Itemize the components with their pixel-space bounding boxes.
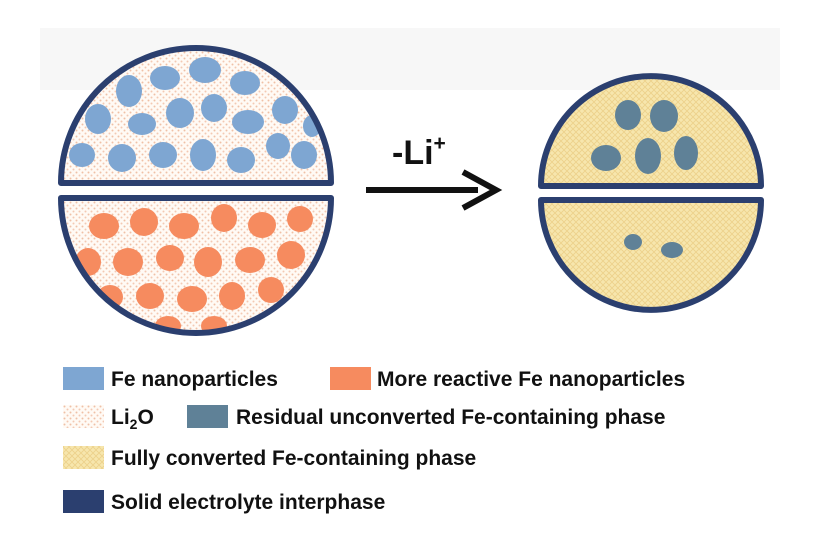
fe-nanoparticle (69, 143, 95, 167)
residual-particle (635, 138, 661, 174)
fe-nanoparticle (189, 57, 221, 83)
fe-nanoparticle (272, 96, 298, 124)
legend-swatch-converted (63, 446, 104, 469)
fe-nanoparticle (128, 113, 156, 135)
reactive-fe-nanoparticle (287, 206, 313, 232)
fe-nanoparticle (201, 94, 227, 122)
reactive-fe-nanoparticle (194, 247, 222, 277)
fe-nanoparticle (108, 144, 136, 172)
reactive-fe-nanoparticle (113, 248, 143, 276)
legend-swatch-fe (63, 367, 104, 390)
legend-label-converted: Fully converted Fe-containing phase (111, 447, 476, 470)
residual-particle (615, 100, 641, 130)
fe-nanoparticle (190, 139, 216, 171)
residual-particle (674, 136, 698, 170)
sei-shell-top (58, 45, 334, 186)
arrow-superscript: + (434, 132, 446, 155)
reactive-fe-nanoparticle (277, 241, 305, 269)
residual-particle (624, 234, 642, 250)
reactive-fe-nanoparticle (258, 277, 284, 303)
legend-swatch-li2o (63, 405, 104, 428)
reactive-fe-cluster (75, 204, 313, 333)
left-sphere (58, 45, 334, 336)
fe-nanoparticle (116, 75, 142, 107)
fe-nanoparticle (230, 71, 260, 95)
legend-swatch-sei (63, 490, 104, 513)
reactive-fe-nanoparticle (156, 245, 184, 271)
residual-particle (661, 242, 683, 258)
legend-swatch-residual (187, 405, 228, 428)
legend-label-fe: Fe nanoparticles (111, 368, 278, 391)
residual-particle (591, 145, 621, 171)
reactive-fe-nanoparticle (136, 283, 164, 309)
legend-swatch-reactive-fe (330, 367, 371, 390)
reactive-fe-nanoparticle (211, 204, 237, 232)
sei-shell-bottom (58, 195, 334, 336)
sei-shell-top-right (538, 73, 764, 189)
arrow-label: -Li+ (392, 132, 446, 172)
legend-label-li2o: Li2O (111, 406, 154, 432)
legend-label-reactive-fe: More reactive Fe nanoparticles (377, 368, 685, 391)
reactive-fe-nanoparticle (219, 282, 245, 310)
legend-label-residual: Residual unconverted Fe-containing phase (236, 406, 665, 429)
fe-nanoparticle (149, 142, 177, 168)
legend: Fe nanoparticles More reactive Fe nanopa… (63, 367, 685, 514)
fe-nanoparticle-cluster (69, 57, 321, 173)
fe-nanoparticle (232, 110, 264, 134)
reactive-fe-nanoparticle (89, 213, 119, 239)
reactive-fe-nanoparticle (130, 208, 158, 236)
reactive-fe-nanoparticle (248, 212, 276, 238)
reactive-fe-nanoparticle (169, 213, 199, 239)
fe-nanoparticle (266, 133, 290, 159)
sei-shell-bottom-right (538, 197, 764, 313)
arrow-head (461, 169, 503, 211)
fe-nanoparticle (227, 147, 255, 173)
right-bottom-hemisphere (541, 200, 761, 310)
right-sphere (538, 73, 764, 313)
delithiation-arrow: -Li+ (366, 132, 503, 211)
legend-label-sei: Solid electrolyte interphase (111, 491, 385, 514)
fe-nanoparticle (291, 141, 317, 169)
fe-nanoparticle (166, 98, 194, 128)
fe-nanoparticle (150, 66, 180, 90)
fe-nanoparticle (85, 104, 111, 134)
residual-phase-cluster (591, 100, 698, 258)
reactive-fe-nanoparticle (177, 286, 207, 312)
reactive-fe-nanoparticle (235, 247, 265, 273)
residual-particle (650, 100, 678, 132)
